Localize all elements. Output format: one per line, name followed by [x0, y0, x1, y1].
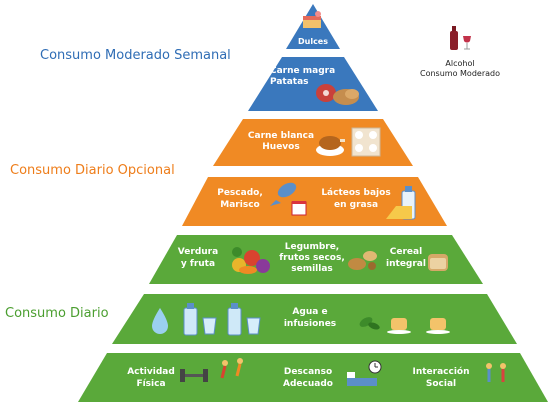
- water-glass-icon-2: [246, 317, 261, 335]
- tier-cereal-label: Cereal integral: [386, 247, 426, 269]
- water-drop-icon: [152, 308, 168, 334]
- water-bottle-icon: [183, 303, 198, 336]
- eggs-icon: [351, 127, 381, 157]
- tier-legumes-label: Legumbre, frutos secos, semillas: [279, 242, 345, 274]
- dumbbell-icon: [180, 369, 208, 382]
- wine-bottle-icon: [450, 26, 471, 50]
- runners-icon: [220, 358, 243, 379]
- tea-cup-icon-2: [426, 318, 450, 334]
- tier-sweets-label: Dulces: [297, 37, 328, 46]
- section-daily-heading: Consumo Diario: [5, 306, 109, 321]
- tier-social-label: Interacción Social: [412, 367, 470, 389]
- tea-leaves-icon: [359, 317, 380, 330]
- water-glass-icon: [202, 317, 217, 335]
- tier-dairy-label: Lácteos bajos en grasa: [321, 188, 391, 210]
- tier-lean-meat-label: Carne magra Patatas: [270, 66, 336, 87]
- alarm-clock-icon: [368, 360, 382, 374]
- tier-veg-fruit-label: Verdura y fruta: [177, 247, 219, 269]
- fish-icon: [270, 182, 297, 206]
- bed-icon: [347, 372, 377, 386]
- chicken-icon: [316, 136, 345, 156]
- tier-fish-label: Pescado, Marisco: [217, 188, 263, 210]
- people-icon: [486, 363, 506, 382]
- tier-water-label: Agua e infusiones: [283, 307, 337, 329]
- cheese-icon: [386, 206, 412, 219]
- bread-icon: [428, 254, 448, 271]
- water-bottle-icon-2: [227, 303, 242, 336]
- alcohol-label: Alcohol Consumo Moderado: [420, 59, 500, 78]
- tier-activity-label: Actividad Física: [127, 367, 175, 389]
- vegetables-icon: [232, 247, 270, 274]
- meat-icon: [316, 84, 336, 102]
- tier-white-meat-label: Carne blanca Huevos: [247, 131, 315, 152]
- yogurt-icon: [291, 201, 307, 216]
- cake-icon: [303, 11, 321, 28]
- section-weekly-heading: Consumo Moderado Semanal: [40, 48, 231, 63]
- potato-icon: [333, 89, 359, 105]
- nuts-icon: [348, 251, 377, 270]
- tea-cup-icon: [387, 318, 411, 334]
- section-optional-heading: Consumo Diario Opcional: [10, 163, 175, 178]
- tier-rest-label: Descanso Adecuado: [283, 367, 333, 389]
